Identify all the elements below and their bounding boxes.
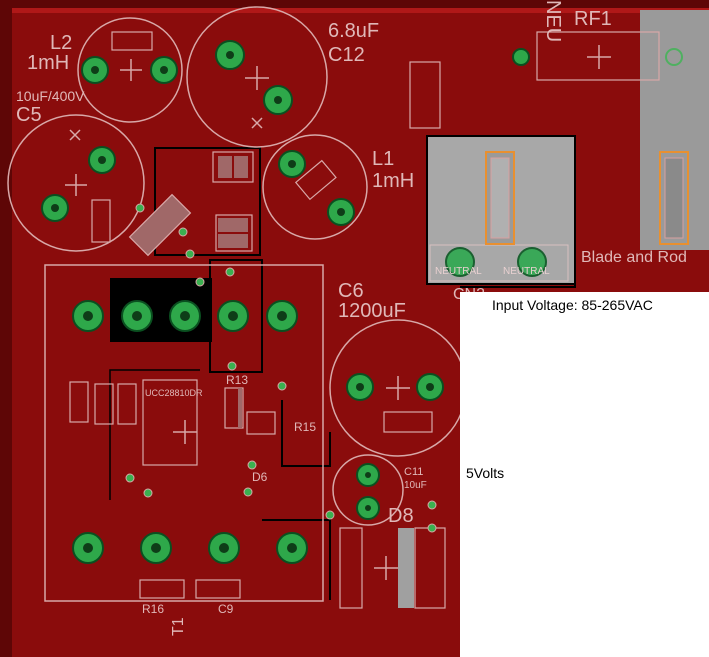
board-outline	[12, 8, 709, 13]
l1-value: 1mH	[372, 170, 415, 192]
board-edge-top	[0, 0, 709, 8]
blade-slot-1-inner	[490, 157, 510, 239]
t1-label: T1	[170, 617, 187, 636]
c9-label: C9	[218, 602, 234, 616]
d8-band	[398, 528, 414, 608]
c11-outline	[332, 454, 404, 526]
ic-outline	[142, 379, 198, 466]
c11-label: C11	[404, 466, 424, 478]
vias	[125, 203, 437, 533]
rf1-outline	[536, 31, 660, 81]
ic-label: UCC28810DR	[145, 388, 203, 398]
neutral-pad-label-1: NEUTRAL	[435, 266, 482, 277]
crosshairs	[65, 45, 611, 580]
trace-outline-2	[209, 259, 263, 373]
d6-label: D6	[252, 470, 268, 484]
c5-outline	[7, 114, 145, 252]
smd-pads	[218, 156, 248, 428]
c6-value: 1200uF	[338, 300, 406, 322]
board-edge-left	[0, 0, 12, 657]
r15-label: R15	[294, 420, 317, 434]
d8-label: D8	[388, 505, 414, 527]
c12-outline	[186, 6, 328, 148]
smd-outlines	[69, 31, 433, 599]
neutral-top-label: NEU	[542, 0, 564, 43]
trace-outline-4	[262, 519, 331, 600]
blade-label: Blade and Rod	[581, 249, 687, 266]
rotated-part	[128, 193, 192, 257]
fuse-outline	[409, 61, 441, 129]
l1-label: L1	[372, 148, 395, 170]
r16-label: R16	[142, 602, 165, 616]
l2-outline	[77, 17, 183, 123]
l2-value: 1mH	[27, 52, 70, 74]
blade-slot-2-inner	[664, 157, 684, 239]
c12-label: C12	[328, 44, 365, 66]
c12-value: 6.8uF	[328, 20, 380, 42]
l2-label: L2	[50, 32, 73, 54]
r13-label: R13	[226, 373, 249, 387]
info-panel	[460, 292, 709, 657]
l1-part	[294, 159, 337, 201]
drill-holes	[51, 51, 434, 553]
t1-outline	[44, 264, 324, 602]
d8-left-outline	[339, 527, 363, 609]
c5-value: 10uF/400V	[16, 88, 85, 104]
c5-label: C5	[16, 104, 42, 126]
rf1-label: RF1	[574, 8, 612, 30]
l1-outline	[262, 134, 368, 240]
trace-outline-5	[109, 369, 200, 500]
trace-outline-6	[460, 135, 576, 288]
neutral-pad-label-2: NEUTRAL	[503, 266, 550, 277]
c11-value: 10uF	[404, 480, 427, 491]
trace-outline-3	[281, 400, 331, 467]
c6-label: C6	[338, 280, 364, 302]
input-voltage-note: Input Voltage: 85-265VAC	[492, 297, 653, 313]
output-voltage-note: 5Volts	[466, 465, 505, 481]
